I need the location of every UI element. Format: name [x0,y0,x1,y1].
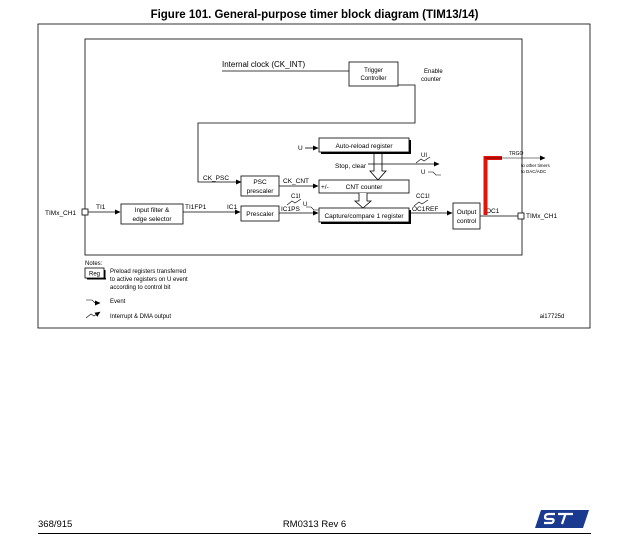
u-event-symbol-cc [306,206,319,211]
oc1ref-label: OC1REF [412,206,438,213]
trgo-highlight-path [483,156,502,215]
u-event-label-out: U [421,170,425,176]
capture-compare-label: Capture/compare 1 register [324,213,404,220]
pin-input-label: TIMx_CH1 [45,210,76,217]
output-control-label-1: Output [457,209,477,216]
preload-text-2: to active registers on U event [110,277,188,283]
reg-legend-shadow [87,278,106,280]
c1i-interrupt-symbol [286,198,302,206]
input-filter-label-1: Input filter & [135,207,170,214]
output-control-block [452,202,481,230]
ic1ps-label: IC1PS [281,206,300,213]
capture-compare-shadow-side [409,210,411,224]
ui-label: UI [421,153,427,159]
ck-cnt-label: CK_CNT [283,178,309,185]
pin-output-label: TIMx_CH1 [526,213,557,220]
timer-boundary [84,38,523,256]
stop-clear-label: Stop, clear [335,163,367,170]
u-event-symbol-out [428,171,441,176]
ic1-label: IC1 [227,204,238,211]
figure-frame [37,23,591,329]
preload-text-1: Preload registers transferred [110,269,186,275]
cc1i-label: CC1I [416,194,430,200]
auto-reload-register-shadow-side [409,140,411,154]
ck-psc-label: CK_PSC [203,175,229,182]
auto-reload-register-shadow [321,152,411,154]
cnt-to-cc-arrow [353,193,373,209]
footer-rule [38,533,591,534]
to-other-timers-label-2: to DAC/ADC [521,169,547,174]
u-event-label-arr: U [298,145,303,152]
interrupt-legend-icon [85,311,101,319]
input-filter-label-2: edge selector [132,216,172,223]
trigger-controller-block [348,61,399,87]
oc1-label: OC1 [486,208,500,215]
enable-counter-label-1: Enable [424,69,443,75]
u-event-label-cc: U [303,202,307,208]
cc1i-interrupt-symbol [413,199,429,207]
prescaler-block [240,205,280,222]
reg-legend-shadow-side [104,270,106,280]
cnt-counter-label: CNT counter [346,184,384,191]
trgo-label: TRGO [509,151,524,157]
notes-heading: Notes: [85,261,103,267]
to-other-timers-label-1: to other timers [521,163,551,168]
st-logo-icon [535,510,589,528]
event-legend-icon [86,299,101,306]
internal-clock-label: Internal clock (CK_INT) [222,60,305,69]
document-reference: RM0313 Rev 6 [282,519,347,530]
preload-text-3: according to control bit [110,285,171,291]
ui-interrupt-symbol [415,156,431,164]
pin-output [517,212,525,220]
capture-compare-shadow [321,222,411,224]
psc-label-2: prescaler [247,188,275,195]
ti1fp1-label: TI1FP1 [185,204,207,211]
enable-counter-label-2: counter [421,77,441,83]
prescaler-label: Prescaler [246,211,274,218]
figure-title: Figure 101. General-purpose timer block … [150,9,479,21]
interrupt-legend-text: Interrupt & DMA output [110,314,171,320]
trigger-output-path [197,84,416,185]
pin-input [81,208,89,216]
arr-to-cnt-arrow [369,154,387,181]
ti1-label: TI1 [96,204,106,211]
input-filter-block [120,203,184,225]
page-number: 368/915 [38,519,73,530]
c1i-label: C1I [291,194,301,200]
psc-label-1: PSC [253,179,267,186]
output-control-label-2: control [457,218,477,225]
trigger-controller-label-2: Controller [360,76,386,82]
trigger-controller-label-1: Trigger [364,68,383,74]
auto-reload-label: Auto-reload register [335,143,393,150]
event-legend-text: Event [110,299,126,305]
figure-ref-code: ai17725d [540,314,565,320]
reg-legend-label: Reg [89,272,100,278]
plus-minus-label: +/- [321,184,329,191]
